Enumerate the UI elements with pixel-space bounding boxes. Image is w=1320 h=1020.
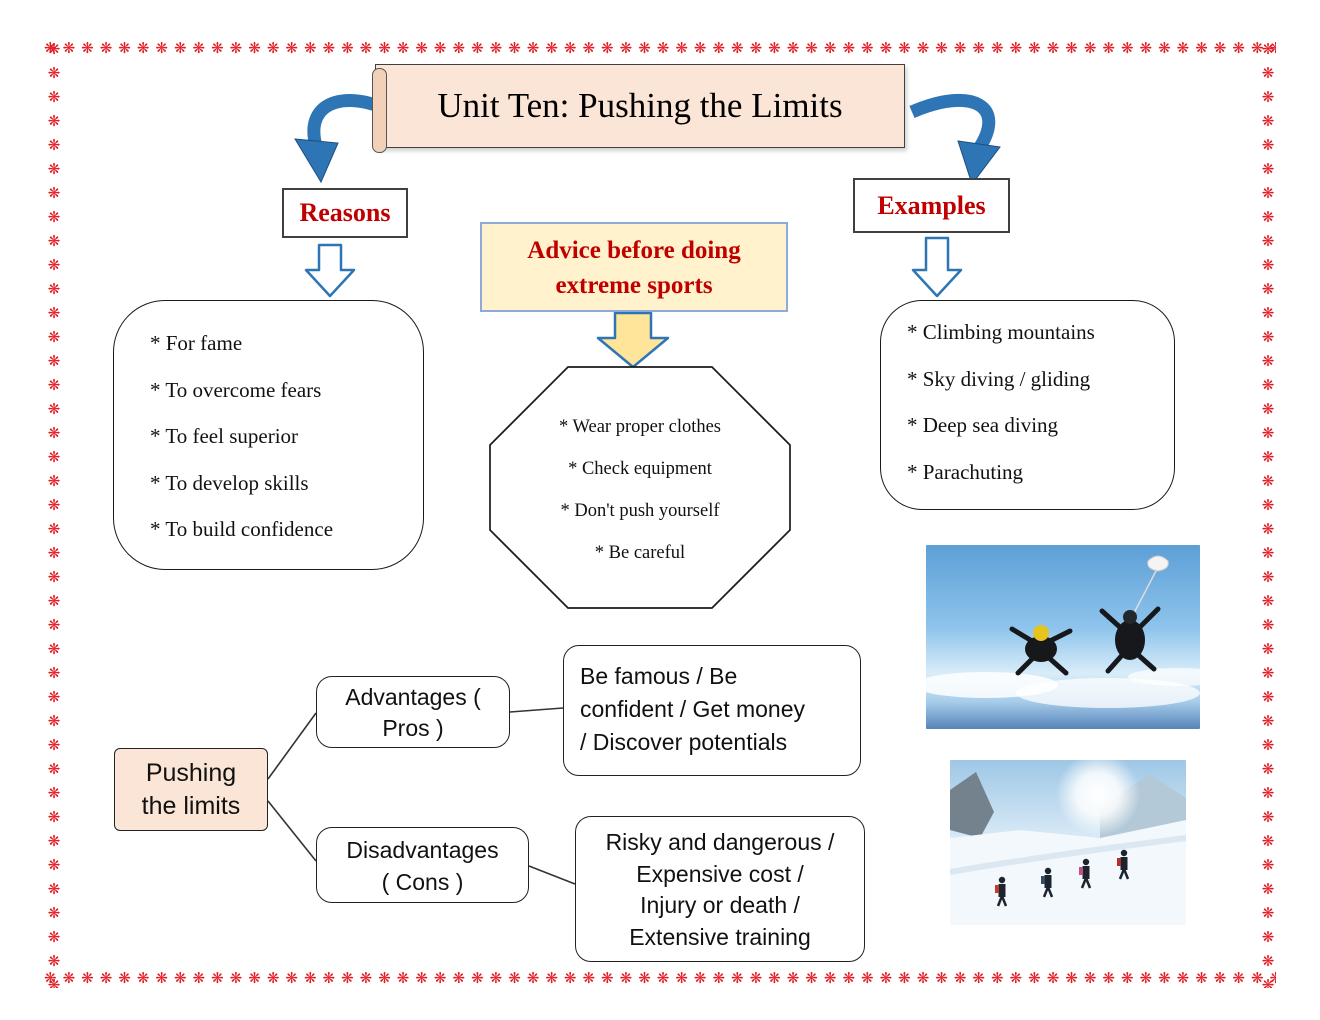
drogue-chute: [1147, 555, 1169, 572]
decorative-border-bottom: ❋❋❋❋❋❋❋❋❋❋❋❋❋❋❋❋❋❋❋❋❋❋❋❋❋❋❋❋❋❋❋❋❋❋❋❋❋❋❋❋…: [44, 969, 1276, 987]
climber-3: [1079, 858, 1092, 889]
advantages-node: Advantages ( Pros ): [316, 676, 510, 748]
down-arrow-examples: [911, 236, 963, 298]
climber-4: [1117, 849, 1130, 880]
curved-arrow-right: [909, 93, 996, 154]
reasons-list: * For fame * To overcome fears * To feel…: [113, 300, 424, 570]
advantages-details: Be famous / Be confident / Get money / D…: [563, 645, 861, 776]
scroll-curl-icon: [372, 68, 387, 153]
advice-list: * Wear proper clothes * Check equipment …: [558, 417, 722, 563]
yellow-helmet: [1033, 625, 1049, 641]
examples-list: * Climbing mountains * Sky diving / glid…: [880, 300, 1175, 510]
mountain-climbing-photo: [950, 760, 1186, 925]
pushing-the-limits-node: Pushing the limits: [114, 748, 268, 831]
climber-2: [1041, 867, 1054, 898]
curved-arrow-left-head: [294, 138, 339, 184]
connector-disadvantages-text: [528, 865, 576, 885]
sun-glare: [1056, 760, 1140, 836]
down-arrow-reasons: [304, 243, 356, 298]
left-rock: [950, 772, 994, 838]
skydiving-photo: [926, 545, 1200, 729]
skydiver-left: [1009, 626, 1073, 676]
advice-octagon-shape: [489, 366, 791, 609]
title-banner: Unit Ten: Pushing the Limits: [372, 64, 905, 153]
decorative-border-right: ❋❋❋❋❋❋❋❋❋❋❋❋❋❋❋❋❋❋❋❋❋❋❋❋❋❋❋❋❋❋❋❋❋❋❋❋❋❋❋❋…: [1256, 40, 1278, 988]
connector-root-advantages: [267, 712, 317, 780]
connector-root-disadvantages: [267, 800, 317, 862]
trail: [950, 835, 1186, 875]
decorative-border-left: ❋❋❋❋❋❋❋❋❋❋❋❋❋❋❋❋❋❋❋❋❋❋❋❋❋❋❋❋❋❋❋❋❋❋❋❋❋❋❋❋…: [42, 40, 64, 988]
examples-heading: Examples: [853, 178, 1010, 233]
connector-advantages-text: [509, 707, 564, 713]
reasons-heading: Reasons: [282, 188, 408, 238]
decorative-border-top: ❋❋❋❋❋❋❋❋❋❋❋❋❋❋❋❋❋❋❋❋❋❋❋❋❋❋❋❋❋❋❋❋❋❋❋❋❋❋❋❋…: [44, 39, 1276, 57]
advice-heading: Advice before doing extreme sports: [480, 222, 788, 312]
disadvantages-node: Disadvantages ( Cons ): [316, 827, 529, 903]
disadvantages-details: Risky and dangerous / Expensive cost / I…: [575, 816, 865, 962]
page-title: Unit Ten: Pushing the Limits: [437, 86, 843, 125]
down-arrow-advice: [596, 311, 670, 369]
snowfield: [950, 820, 1186, 925]
climber-1: [995, 876, 1008, 907]
